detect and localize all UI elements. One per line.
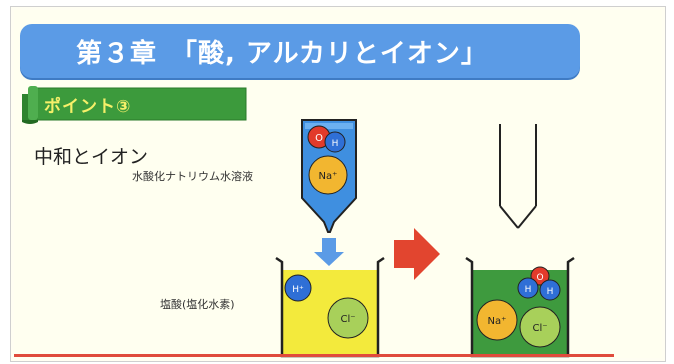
bottom-divider <box>14 354 614 357</box>
hcl-label: 塩酸(塩化水素) <box>160 298 235 311</box>
right-arrow-icon <box>394 228 440 280</box>
chapter-title: 第３章 「酸, アルカリとイオン」 <box>76 38 488 69</box>
na-ion-result: Na⁺ <box>476 299 518 341</box>
result-cl-text: Cl⁻ <box>532 323 547 334</box>
result-na-text: Na⁺ <box>488 316 507 327</box>
oh-h-text: H <box>332 139 339 149</box>
oh-ion-group: O H <box>307 125 346 153</box>
water-h1-text: H <box>525 285 532 295</box>
chapter-title-bar: 第３章 「酸, アルカリとイオン」 <box>20 24 580 78</box>
oh-o-text: O <box>315 133 323 144</box>
empty-burette <box>499 124 537 229</box>
point-label: ポイント③ <box>44 97 132 117</box>
naoh-label: 水酸化ナトリウム水溶液 <box>132 170 253 183</box>
hcl-beaker <box>275 256 385 358</box>
water-molecule: O H H <box>517 266 561 301</box>
cl-left-text: Cl⁻ <box>340 314 355 325</box>
h-plus-text: H⁺ <box>292 285 304 295</box>
water-o-text: O <box>536 273 543 283</box>
h-plus-ion: H⁺ <box>284 274 312 302</box>
section-subtitle: 中和とイオン <box>34 146 149 168</box>
down-arrow-icon <box>314 238 344 266</box>
cl-ion-left: Cl⁻ <box>327 297 369 339</box>
water-h2-text: H <box>547 287 554 297</box>
point-banner-icon <box>22 86 247 124</box>
na-text: Na⁺ <box>319 171 338 182</box>
na-ion-burette: Na⁺ <box>308 155 348 195</box>
cl-ion-result: Cl⁻ <box>519 306 561 348</box>
